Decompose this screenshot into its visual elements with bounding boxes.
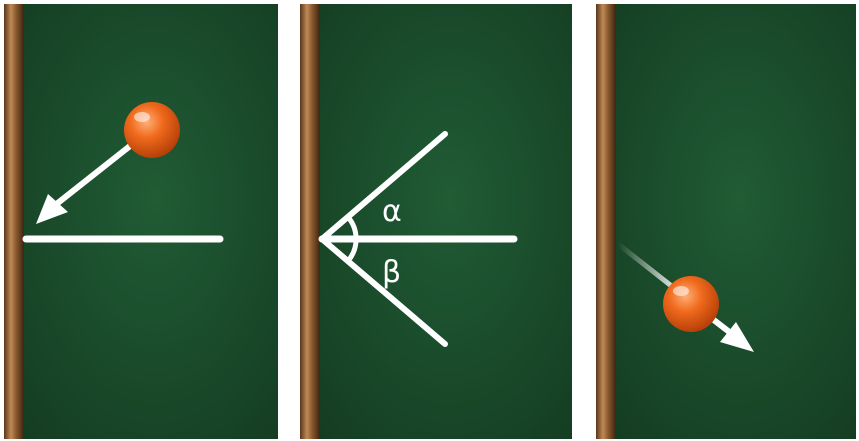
- table-felt: [4, 4, 278, 439]
- ball-icon: [124, 102, 180, 158]
- table-rail: [596, 4, 616, 439]
- panel-angles: α β: [300, 4, 572, 439]
- panel-incoming-ball: [4, 4, 278, 439]
- beta-label: β: [382, 255, 401, 290]
- ball-icon: [663, 276, 719, 332]
- alpha-label: α: [382, 194, 402, 229]
- table-felt: [596, 4, 856, 439]
- panel-outgoing-svg: [596, 4, 856, 439]
- table-rail: [4, 4, 24, 439]
- table-rail: [300, 4, 320, 439]
- panel-angles-svg: α β: [300, 4, 572, 439]
- panel-outgoing-ball: [596, 4, 856, 439]
- panel-incoming-svg: [4, 4, 278, 439]
